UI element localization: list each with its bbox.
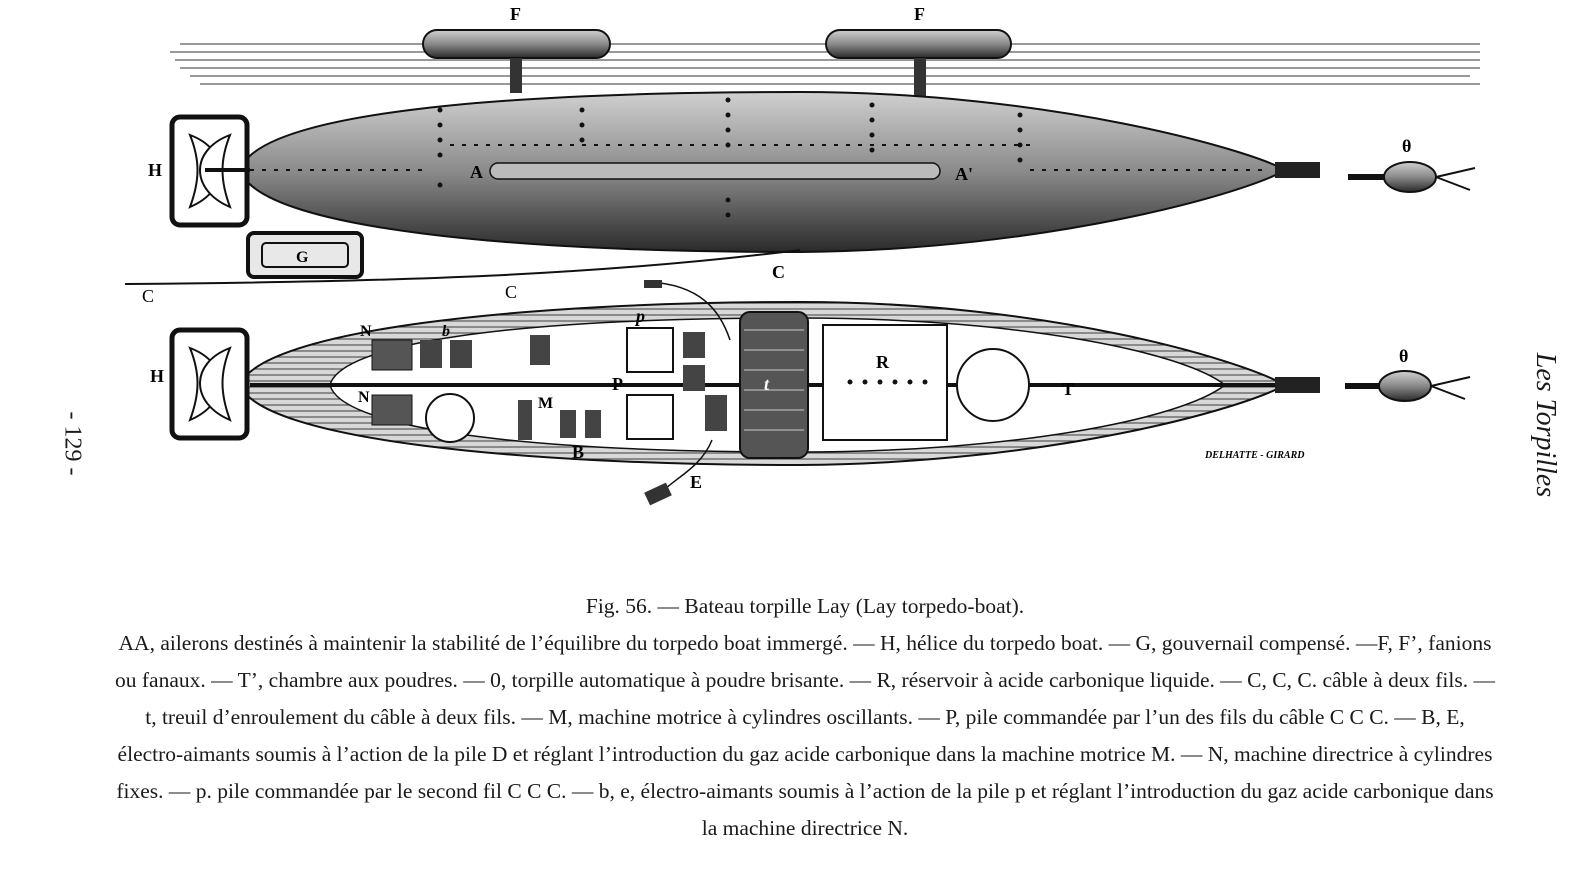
torpedo-theta-bottom [1345, 370, 1471, 402]
label-g: G [296, 249, 309, 266]
label-c-mid: C [505, 282, 517, 302]
label-n-2: N [358, 389, 370, 406]
figure-caption: Fig. 56. — Bateau torpille Lay (Lay torp… [110, 588, 1500, 847]
label-b-upper: B [572, 442, 584, 462]
label-a-prime: A' [955, 164, 973, 184]
water-surface-lines [170, 43, 1480, 85]
label-f-right: F [914, 4, 925, 24]
top-hull-side-view [238, 90, 1287, 254]
label-c-left: C [142, 286, 154, 306]
label-h-top: H [148, 160, 162, 180]
propeller-top [169, 114, 250, 228]
rudder-g [246, 231, 364, 279]
engraver-signature: DELHATTE - GIRARD [1204, 450, 1304, 461]
label-b-lower: b [442, 323, 450, 340]
label-t-winch: t [764, 374, 770, 394]
caption-body: AA, ailerons destinés à maintenir la sta… [115, 631, 1495, 840]
label-m: M [538, 395, 553, 412]
torpedo-theta-top [1348, 161, 1476, 193]
label-c-top: C [772, 262, 785, 282]
page-number: - 129 - [59, 411, 86, 476]
label-h-bottom: H [150, 366, 164, 386]
label-p-small: p [634, 306, 645, 326]
caption-title: Fig. 56. — Bateau torpille Lay (Lay torp… [585, 594, 1025, 618]
label-p-large: P [612, 374, 623, 394]
label-r: R [876, 352, 890, 372]
label-f-left: F [510, 4, 521, 24]
float-f-right [825, 29, 1012, 96]
torpedo-boat-engraving: F F H A A' G C C [124, 4, 1480, 506]
running-title: Les Torpilles [1530, 352, 1561, 498]
cable-c-top [124, 249, 801, 285]
propeller-bottom [169, 327, 250, 441]
label-t-chamber: T [1062, 379, 1074, 399]
label-theta-bottom: θ [1399, 346, 1408, 366]
float-f-left [422, 29, 611, 93]
label-e: E [690, 472, 702, 492]
label-theta-top: θ [1402, 136, 1411, 156]
label-a: A [470, 162, 483, 182]
bottom-hull-cutaway [238, 300, 1288, 467]
label-n-1: N [360, 323, 372, 340]
